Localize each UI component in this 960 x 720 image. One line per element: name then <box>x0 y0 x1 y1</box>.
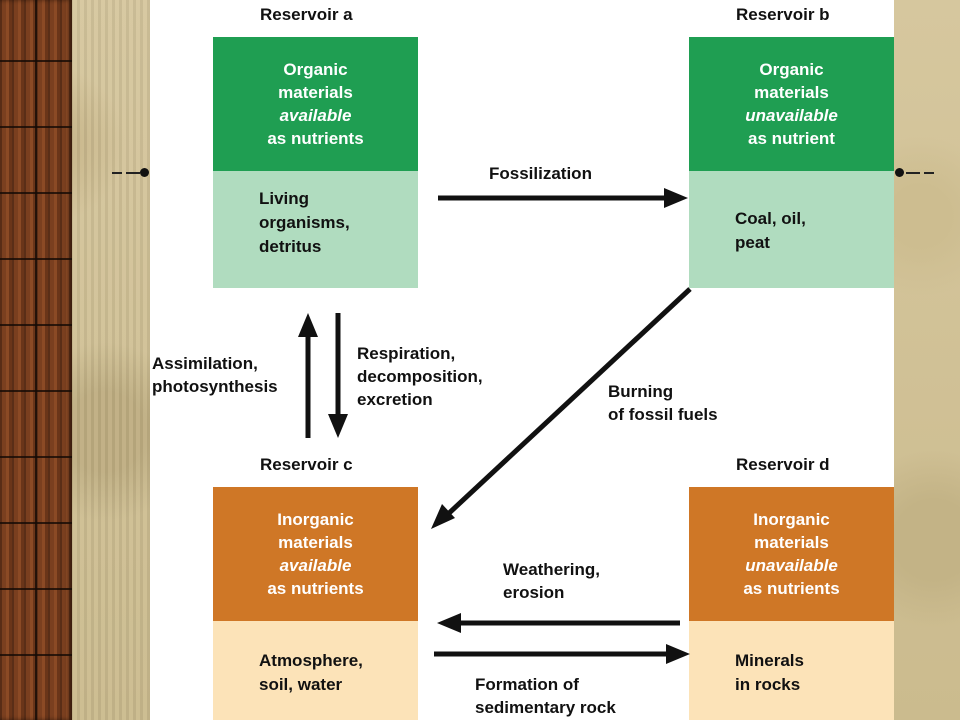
weathering-line: erosion <box>503 583 565 602</box>
reservoir-b-bottom: Coal, oil, peat <box>689 171 894 288</box>
reservoir-b-title: Reservoir b <box>736 5 830 24</box>
reservoir-b-top: Organic materials unavailable as nutrien… <box>689 37 894 171</box>
reservoir-d-bottom-line: in rocks <box>735 675 801 694</box>
reservoir-b-bottom-line: Coal, oil, <box>735 209 806 228</box>
reservoir-d-title: Reservoir d <box>736 455 830 474</box>
respiration-line: decomposition, <box>357 367 483 386</box>
reservoir-a-top: Organic materials available as nutrients <box>213 37 418 171</box>
fossilization-label: Fossilization <box>489 164 592 183</box>
reservoir-c-bottom-line: soil, water <box>259 675 343 694</box>
reservoir-a-title: Reservoir a <box>260 5 353 24</box>
right-frame-texture <box>894 0 960 720</box>
reservoir-d-line: materials <box>754 533 829 552</box>
formation-line: sedimentary rock <box>475 698 616 717</box>
reservoir-c-line: as nutrients <box>267 579 364 598</box>
reservoir-b-line: Organic <box>759 60 824 79</box>
reservoir-b-line: as nutrient <box>748 129 835 148</box>
reservoir-d-line: unavailable <box>745 556 838 575</box>
reservoir-c-line: Inorganic <box>277 510 354 529</box>
assimilation-line: Assimilation, <box>152 354 258 373</box>
reservoir-a-line: as nutrients <box>267 129 364 148</box>
reservoir-a-line: materials <box>278 83 353 102</box>
reservoir-b-line: unavailable <box>745 106 838 125</box>
assimilation-line: photosynthesis <box>152 377 278 396</box>
reservoir-d-line: as nutrients <box>743 579 840 598</box>
burning-line: Burning <box>608 382 674 401</box>
assimilation-label: Assimilation, photosynthesis <box>152 352 278 398</box>
formation-label: Formation of sedimentary rock <box>475 673 616 719</box>
wood-border-grid <box>0 0 72 720</box>
reservoir-c-title: Reservoir c <box>260 455 353 474</box>
reservoir-b-line: materials <box>754 83 829 102</box>
left-frame-texture <box>0 0 150 720</box>
reservoir-c-bottom: Atmosphere, soil, water <box>213 621 418 720</box>
reservoir-b-bottom-line: peat <box>735 233 770 252</box>
reservoir-a-bottom: Living organisms, detritus <box>213 171 418 288</box>
reservoir-d-top: Inorganic materials unavailable as nutri… <box>689 487 894 621</box>
left-divider <box>112 168 152 177</box>
weathering-label: Weathering, erosion <box>503 558 600 604</box>
burning-line: of fossil fuels <box>608 405 718 424</box>
reservoir-c-top: Inorganic materials available as nutrien… <box>213 487 418 621</box>
respiration-label: Respiration, decomposition, excretion <box>357 342 483 411</box>
reservoir-c-line: available <box>279 556 352 575</box>
burning-label: Burning of fossil fuels <box>608 380 718 426</box>
right-divider <box>893 168 934 177</box>
weathering-line: Weathering, <box>503 560 600 579</box>
reservoir-d-line: Inorganic <box>753 510 830 529</box>
reservoir-a-bottom-line: detritus <box>259 237 322 256</box>
reservoir-c-line: materials <box>278 533 353 552</box>
reservoir-a-bottom-line: Living <box>259 189 310 208</box>
respiration-line: Respiration, <box>357 344 456 363</box>
reservoir-c-bottom-line: Atmosphere, <box>259 651 363 670</box>
respiration-line: excretion <box>357 390 433 409</box>
reservoir-d-bottom: Minerals in rocks <box>689 621 894 720</box>
reservoir-a-bottom-line: organisms, <box>259 213 350 232</box>
reservoir-d-bottom-line: Minerals <box>735 651 804 670</box>
reservoir-a-line: available <box>279 106 352 125</box>
reservoir-a-line: Organic <box>283 60 348 79</box>
formation-line: Formation of <box>475 675 579 694</box>
